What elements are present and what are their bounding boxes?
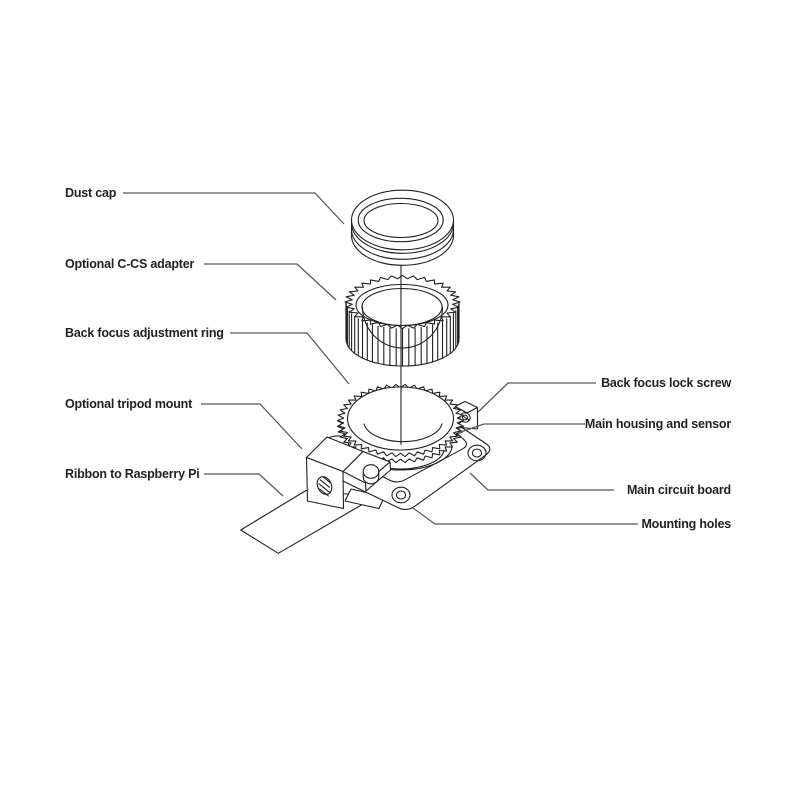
leader-line-adjustment-ring: [230, 332, 350, 385]
leader-lines: [123, 192, 638, 525]
label-dust-cap: Dust cap: [65, 186, 117, 200]
leader-line-mounting-holes: [412, 507, 638, 525]
c-cs-adapter-drawing: [344, 274, 461, 367]
leader-line-housing-sensor: [457, 423, 585, 434]
leader-line-lock-screw: [477, 382, 596, 413]
leader-line-dust-cap: [123, 192, 345, 225]
dust-cap-drawing: [350, 189, 455, 266]
label-housing-sensor: Main housing and sensor: [584, 417, 731, 431]
leader-line-c-cs-adapter: [204, 263, 337, 301]
label-tripod-mount: Optional tripod mount: [65, 397, 193, 411]
leader-line-ribbon: [204, 473, 284, 497]
mounting-hole: [391, 486, 411, 504]
leader-line-circuit-board: [469, 472, 614, 491]
leader-line-tripod-mount: [201, 403, 303, 450]
label-circuit-board: Main circuit board: [626, 483, 731, 497]
label-ribbon: Ribbon to Raspberry Pi: [65, 467, 200, 481]
tripod-lock-pin: [362, 464, 380, 485]
label-c-cs-adapter: Optional C-CS adapter: [65, 257, 195, 271]
mounting-hole: [467, 444, 487, 462]
tripod-mount-drawing: [305, 436, 392, 510]
lock-screw-drawing: [454, 400, 479, 430]
tripod-thread-hole: [316, 476, 333, 497]
adapter-bore-arc: [361, 306, 444, 349]
label-lock-screw: Back focus lock screw: [601, 376, 731, 390]
label-back-focus-ring: Back focus adjustment ring: [65, 326, 224, 340]
sensor-cavity-arc: [363, 423, 443, 443]
label-mounting-holes: Mounting holes: [641, 517, 731, 531]
